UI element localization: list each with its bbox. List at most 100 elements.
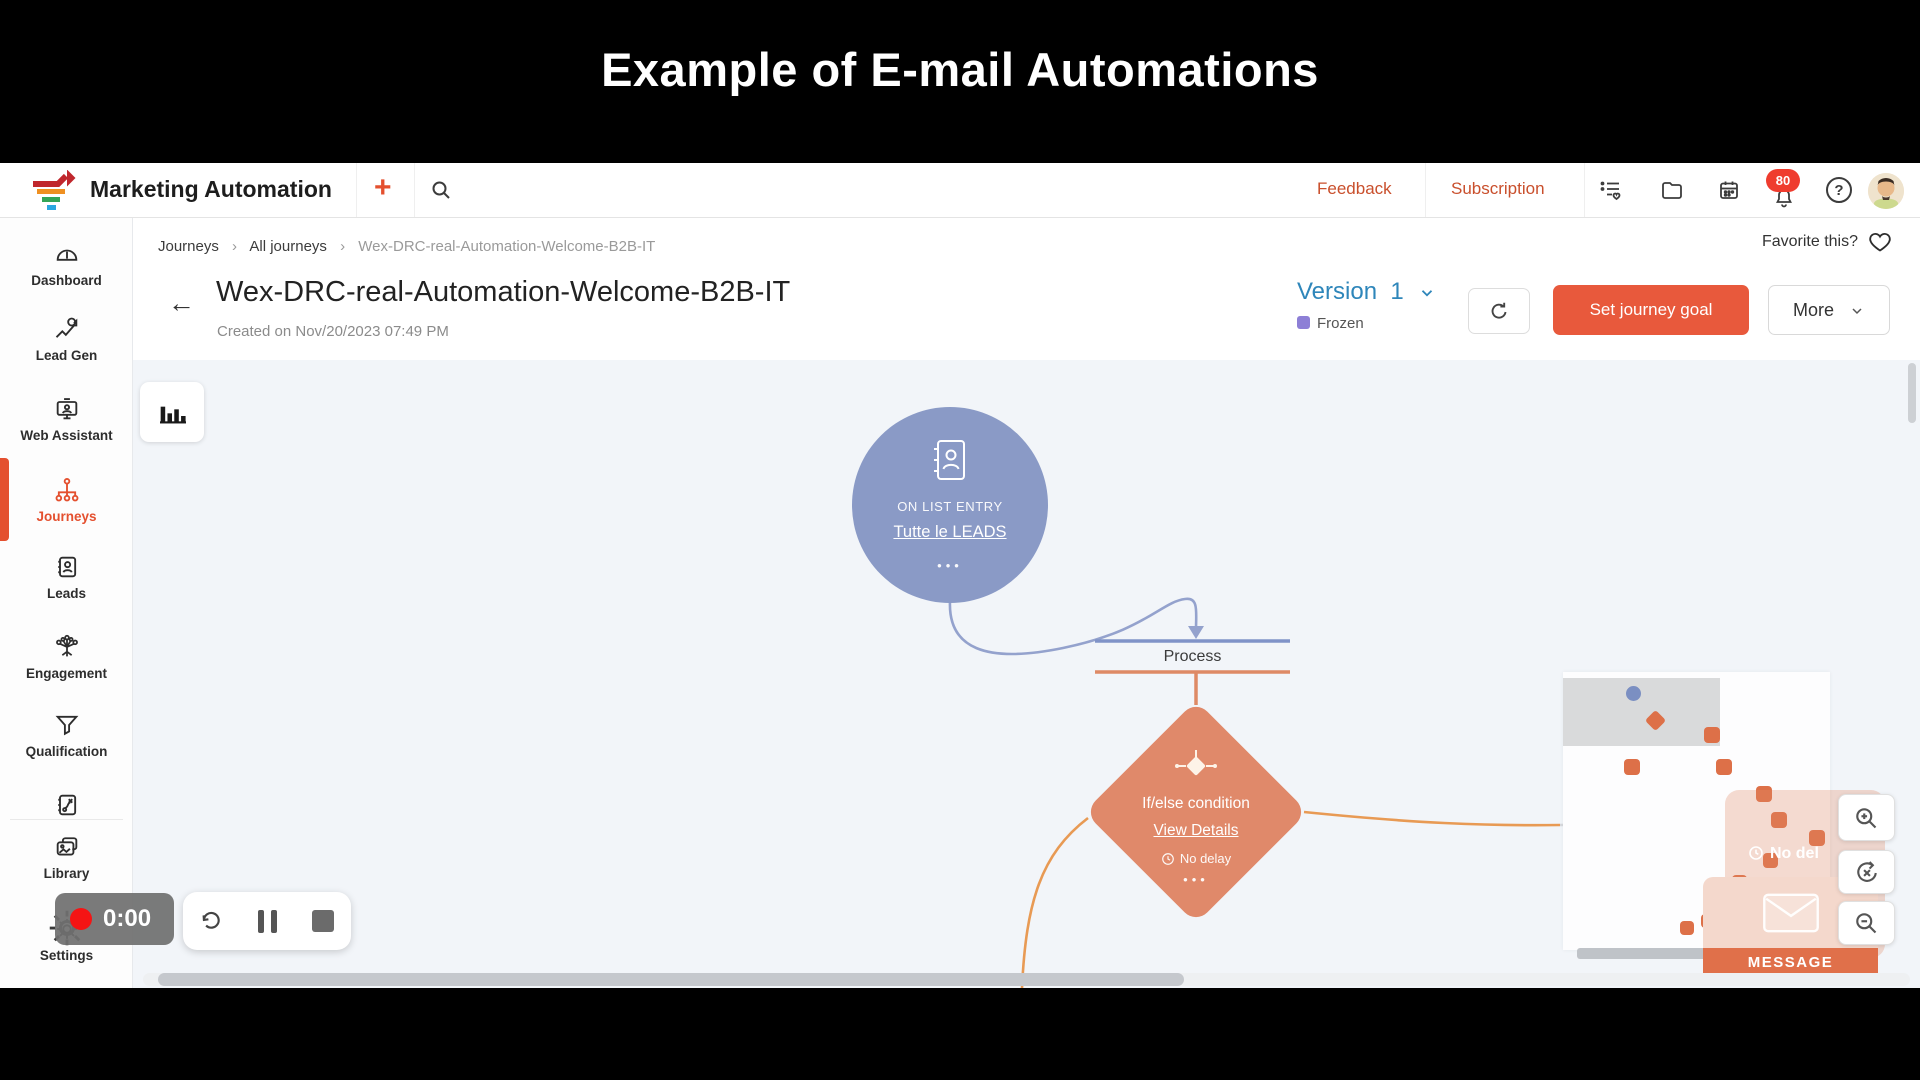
sidebar-item-lead-gen[interactable]: Lead Gen xyxy=(0,315,133,363)
version-selector[interactable]: Version 1 xyxy=(1297,278,1436,306)
frozen-status-icon xyxy=(1297,316,1310,329)
entry-node-list-link[interactable]: Tutte le LEADS xyxy=(893,523,1007,541)
if-else-condition-content[interactable]: If/else condition View Details No delay … xyxy=(1096,750,1296,887)
engagement-icon xyxy=(55,634,78,657)
sidebar-item-planner[interactable] xyxy=(0,791,133,824)
divider xyxy=(356,163,357,217)
search-icon[interactable] xyxy=(429,178,453,202)
breadcrumb-all-journeys[interactable]: All journeys xyxy=(249,238,327,255)
pause-icon xyxy=(257,909,277,933)
pause-button[interactable] xyxy=(245,899,289,943)
breadcrumb: Journeys › All journeys › Wex-DRC-real-A… xyxy=(158,238,655,255)
recording-dot-icon xyxy=(70,908,92,930)
refresh-icon xyxy=(1491,302,1507,319)
breadcrumb-journeys[interactable]: Journeys xyxy=(158,238,219,255)
zoom-in-icon xyxy=(1856,808,1877,829)
subscription-link[interactable]: Subscription xyxy=(1451,179,1545,198)
favorite-heart-icon[interactable] xyxy=(1868,230,1892,254)
sidebar-item-engagement[interactable]: Engagement xyxy=(0,633,133,681)
connector-lines xyxy=(948,597,1631,988)
sidebar-item-journeys[interactable]: Journeys xyxy=(0,476,133,524)
sidebar-active-indicator xyxy=(0,458,9,541)
sidebar-item-library[interactable]: Library xyxy=(0,833,133,881)
message-ghost-delay: No del xyxy=(1748,845,1819,863)
funnel-icon xyxy=(55,715,78,736)
help-icon[interactable]: ? xyxy=(1826,177,1852,203)
horizontal-scrollbar-thumb[interactable] xyxy=(158,973,1184,986)
stop-icon xyxy=(312,910,334,932)
dissolve-square xyxy=(1680,921,1694,935)
chevron-down-icon xyxy=(1422,290,1433,297)
more-button[interactable]: More xyxy=(1768,285,1890,335)
on-list-entry-node[interactable]: ON LIST ENTRY Tutte le LEADS ••• xyxy=(852,407,1048,603)
breadcrumb-separator: › xyxy=(340,238,346,255)
vertical-scrollbar-thumb[interactable] xyxy=(1908,363,1916,423)
calendar-icon[interactable] xyxy=(1717,178,1741,202)
video-overlay-title: Example of E-mail Automations xyxy=(601,43,1319,96)
stop-button[interactable] xyxy=(301,899,345,943)
journeys-icon xyxy=(55,477,78,502)
contact-book-icon xyxy=(934,440,965,480)
entry-node-type: ON LIST ENTRY xyxy=(897,499,1003,514)
panel-header-strip xyxy=(1563,678,1720,746)
breadcrumb-row: Journeys › All journeys › Wex-DRC-real-A… xyxy=(133,218,1920,263)
sidebar-item-leads[interactable]: Leads xyxy=(0,553,133,601)
status-badge: Frozen xyxy=(1297,315,1364,332)
clock-icon xyxy=(1162,853,1174,865)
notification-count-badge[interactable]: 80 xyxy=(1766,169,1800,192)
sidebar-item-dashboard[interactable]: Dashboard xyxy=(0,240,133,288)
recording-time: 0:00 xyxy=(103,905,152,932)
lists-icon[interactable] xyxy=(1598,178,1622,202)
back-button[interactable]: ← xyxy=(168,288,195,318)
panel-blue-dot xyxy=(1626,686,1641,701)
reset-zoom-icon xyxy=(1856,861,1877,882)
sidebar-item-web-assistant[interactable]: Web Assistant xyxy=(0,395,133,443)
page-title: Wex-DRC-real-Automation-Welcome-B2B-IT xyxy=(216,276,791,308)
recording-timer[interactable]: 0:00 xyxy=(55,893,174,945)
bar-chart-icon xyxy=(160,406,186,424)
lead-gen-icon xyxy=(55,317,77,338)
condition-icon xyxy=(1175,750,1217,776)
view-details-link[interactable]: View Details xyxy=(1153,822,1239,839)
condition-delay: No delay xyxy=(1096,851,1296,866)
library-icon xyxy=(56,837,77,856)
topbar: Marketing Automation + Feedback Subscrip… xyxy=(0,163,1920,218)
process-label: Process xyxy=(1163,648,1222,665)
planner-icon xyxy=(57,794,76,816)
sidebar-divider xyxy=(10,819,123,820)
app-name: Marketing Automation xyxy=(90,176,332,202)
gauge-icon xyxy=(56,249,77,261)
condition-node-menu[interactable]: ••• xyxy=(1183,872,1209,887)
chevron-down-icon xyxy=(1852,307,1862,314)
clock-icon xyxy=(1749,846,1763,860)
journey-reports-button[interactable] xyxy=(140,382,204,442)
zoom-out-icon xyxy=(1856,913,1877,934)
zoom-out-button[interactable] xyxy=(1838,901,1895,945)
divider xyxy=(1584,163,1585,217)
create-new-button[interactable]: + xyxy=(374,171,392,204)
dissolve-square xyxy=(1716,759,1732,775)
app-logo-icon xyxy=(33,170,76,210)
dissolve-square xyxy=(1763,853,1778,868)
dissolve-square xyxy=(1756,786,1772,802)
reset-zoom-button[interactable] xyxy=(1838,850,1895,894)
set-journey-goal-button[interactable]: Set journey goal xyxy=(1553,285,1749,335)
user-avatar[interactable] xyxy=(1868,173,1904,209)
dissolve-square xyxy=(1771,812,1787,828)
feedback-link[interactable]: Feedback xyxy=(1317,179,1392,198)
dissolve-square xyxy=(1624,759,1640,775)
restart-button[interactable] xyxy=(189,899,233,943)
favorite-this-label[interactable]: Favorite this? xyxy=(1761,233,1858,250)
entry-node-menu[interactable]: ••• xyxy=(937,558,963,573)
envelope-icon xyxy=(1762,893,1819,933)
letterbox-bottom xyxy=(0,988,1920,1080)
journey-canvas[interactable]: ON LIST ENTRY Tutte le LEADS ••• Process… xyxy=(133,360,1920,988)
zoom-in-button[interactable] xyxy=(1838,794,1895,841)
created-timestamp: Created on Nov/20/2023 07:49 PM xyxy=(217,323,449,340)
folder-icon[interactable] xyxy=(1660,178,1684,202)
breadcrumb-current: Wex-DRC-real-Automation-Welcome-B2B-IT xyxy=(358,238,656,255)
refresh-button[interactable] xyxy=(1468,288,1530,334)
leads-icon xyxy=(57,556,76,578)
sidebar-item-qualification[interactable]: Qualification xyxy=(0,711,133,759)
